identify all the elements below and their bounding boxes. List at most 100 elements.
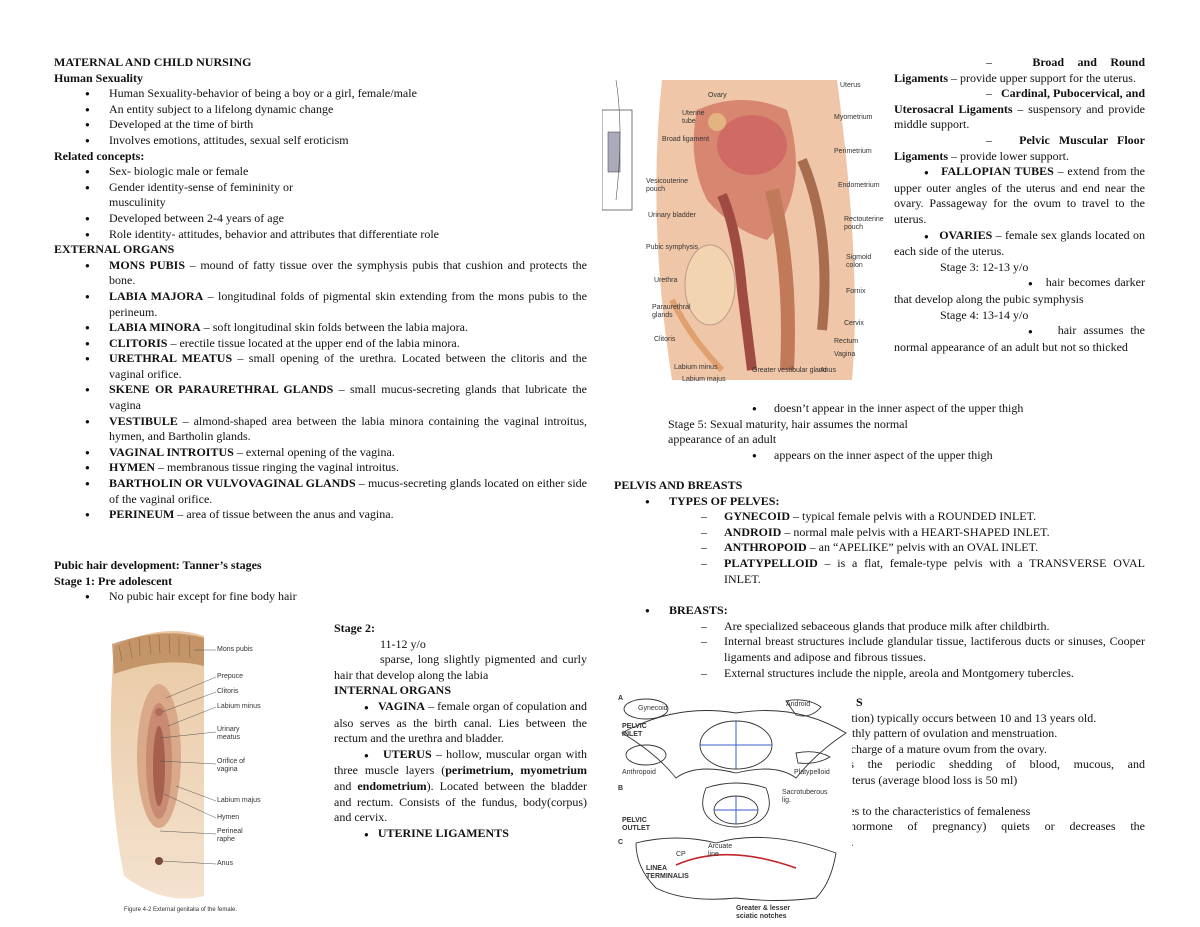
figure-label: Hymen (217, 814, 240, 821)
occluded-line: nthly pattern of ovulation and menstruat… (846, 726, 1058, 741)
figure-label: Ovary (708, 92, 727, 99)
list-item: No pubic hair except for fine body hair (54, 589, 587, 605)
stage3-hair: ● hair becomes darker that develop along… (894, 275, 1145, 306)
occluded-line: uterus (average blood loss is 50 ml) (846, 772, 1018, 787)
figure-label: PELVIC OUTLET (622, 817, 650, 832)
list-item: VAGINAL INTROITUS – external opening of … (54, 445, 587, 461)
figure-label: Uterine tube (682, 110, 705, 125)
figure-label: Vagina (834, 351, 856, 358)
figure-label: Sigmoid colon (846, 254, 872, 269)
figure-label: B (618, 785, 624, 792)
stage4-heading: Stage 4: 13-14 y/o (940, 307, 1029, 322)
broad-ligaments: – Broad and Round Ligaments – provide up… (894, 55, 1146, 85)
pelvis-section-figure: Ovary Uterine tube Broad ligament Vesico… (602, 70, 890, 393)
ovaries: ● OVARIES – female sex glands located on… (894, 227, 1145, 259)
figure-caption: Figure 4-2 External genitalia of the fem… (124, 907, 238, 913)
breasts-heading: ●BREASTS: (645, 603, 728, 618)
list-item: URETHRAL MEATUS – small opening of the u… (54, 351, 587, 382)
figure-label: Platypelloid (794, 769, 830, 776)
figure-label: Android (786, 701, 811, 708)
list-item: HYMEN – membranous tissue ringing the va… (54, 460, 587, 476)
pelvis-type-item: ANDROID – normal male pelvis with a HEAR… (669, 525, 1145, 541)
stage5-inner: ●appears on the inner aspect of the uppe… (752, 447, 993, 462)
stage1-heading: Stage 1: Pre adolescent (54, 573, 173, 588)
figure-label: CP (676, 851, 686, 858)
figure-label: Arcuate line (708, 843, 733, 858)
occluded-line: tes to the characteristics of femaleness (846, 803, 1031, 818)
internal-heading: INTERNAL ORGANS (334, 683, 452, 698)
breast-item: Internal breast structures include gland… (669, 634, 1145, 665)
pelvic-floor-ligaments: – Pelvic Muscular Floor Ligaments – prov… (894, 132, 1145, 163)
figure-label: Rectouterine pouch (844, 216, 884, 231)
occluded-line: s. (846, 835, 1145, 851)
cardinal-ligaments: – Cardinal, Pubocervical, and Uterosacra… (894, 86, 1146, 132)
breast-item: External structures include the nipple, … (669, 666, 1145, 682)
external-heading: EXTERNAL ORGANS (54, 242, 175, 257)
stage2-age: 11-12 y/o (380, 636, 426, 651)
figure-label: Pubic symphysis (646, 244, 699, 251)
left-column: MATERNAL AND CHILD NURSING Human Sexuali… (54, 55, 587, 523)
list-item: MONS PUBIS – mound of fatty tissue over … (54, 258, 587, 289)
figure-label: Clitoris (217, 688, 239, 695)
figure-label: Rectum (834, 338, 859, 345)
occluded-line: is the periodic shedding of blood, mucou… (846, 757, 1145, 772)
list-item: LABIA MAJORA – longitudinal folds of pig… (54, 289, 587, 320)
pelves-figure: A Gynecoid Android PELVIC INLET Anthropo… (616, 693, 852, 925)
list-item: VESTIBULE – almond-shaped area between t… (54, 414, 587, 445)
occluded-line: ation) typically occurs between 10 and 1… (846, 710, 1097, 725)
pelvis-type-item: ANTHROPOID – an “APELIKE” pelvis with an… (669, 540, 1145, 556)
sagittal-illustration (602, 79, 855, 380)
list-item: Gender identity-sense of femininity or m… (54, 180, 587, 211)
figure-label: Labium majus (682, 376, 726, 383)
figure-label: Labium minus (217, 703, 261, 710)
list-item: SKENE OR PARAURETHRAL GLANDS – small muc… (54, 382, 587, 413)
figure-label: Clitoris (654, 336, 676, 343)
figure-label: PELVIC INLET (622, 723, 647, 738)
figure-label: Cervix (844, 320, 864, 327)
stage1-list: No pubic hair except for fine body hair (54, 589, 587, 605)
human-sexuality-heading: Human Sexuality (54, 70, 144, 85)
pelves-illustration (621, 698, 847, 901)
occluded-line: (hormone of pregnancy) quiets or decreas… (846, 819, 1145, 834)
occluded-text: S ation) typically occurs between 10 and… (846, 695, 1145, 850)
internal-organs-section: Stage 2: 11-12 y/o sparse, long slightly… (334, 621, 587, 842)
figure-label: Labium majus (217, 797, 261, 804)
figure-label: Mons pubis (217, 646, 253, 653)
figure-label: Uterus (840, 82, 861, 89)
pelvis-type-item: PLATYPELLOID – is a flat, female-type pe… (669, 556, 1145, 587)
right-top-text: – Broad and Round Ligaments – provide up… (894, 55, 1145, 355)
ligaments-heading: ● UTERINE LIGAMENTS (364, 825, 509, 840)
figure-label: Greater & lesser sciatic notches (736, 905, 791, 920)
external-organs-list: MONS PUBIS – mound of fatty tissue over … (54, 258, 587, 523)
figure-label: Greater vestibular gland (752, 367, 827, 374)
figure-label: Urethra (654, 277, 678, 284)
figure-label: Anus (217, 860, 233, 867)
list-item: Involves emotions, attitudes, sexual sel… (54, 133, 587, 149)
list-item: An entity subject to a lifelong dynamic … (54, 102, 587, 118)
breast-item: Are specialized sebaceous glands that pr… (669, 619, 1145, 635)
figure-label: Vesicouterine pouch (646, 178, 689, 193)
stage5-text: Stage 5: Sexual maturity, hair assumes t… (668, 416, 908, 447)
figure-label: Perimetrium (834, 148, 872, 155)
list-item: Human Sexuality-behavior of being a boy … (54, 86, 587, 102)
figure-label: Labium minus (674, 364, 718, 371)
figure-label: Urinary meatus (217, 726, 240, 741)
stage4-hair: ● hair assumes the normal appearance of … (894, 323, 1145, 354)
figure-label: Perineal raphe (217, 828, 243, 843)
pubic-heading: Pubic hair development: Tanner’s stages (54, 558, 262, 572)
figure-label: Myometrium (834, 114, 873, 121)
types-heading: ●TYPES OF PELVES: (645, 493, 780, 508)
figure-label: Broad ligament (662, 136, 710, 143)
list-item: Developed at the time of birth (54, 117, 587, 133)
list-item: Sex- biologic male or female (54, 164, 587, 180)
list-item: LABIA MINORA – soft longitudinal skin fo… (54, 320, 587, 336)
list-item: Role identity- attitudes, behavior and a… (54, 227, 587, 243)
figure-label: Sacrotuberous lig. (782, 789, 828, 804)
figure-label: Anthropoid (622, 769, 656, 776)
pelvis-heading: PELVIS AND BREASTS (614, 478, 743, 492)
list-item: Developed between 2-4 years of age (54, 211, 587, 227)
list-item: BARTHOLIN OR VULVOVAGINAL GLANDS – mucus… (54, 476, 587, 507)
figure-label: Fornix (846, 288, 866, 295)
vagina-paragraph: ● VAGINA – female organ of copulation an… (334, 698, 587, 746)
related-heading: Related concepts: (54, 148, 145, 163)
